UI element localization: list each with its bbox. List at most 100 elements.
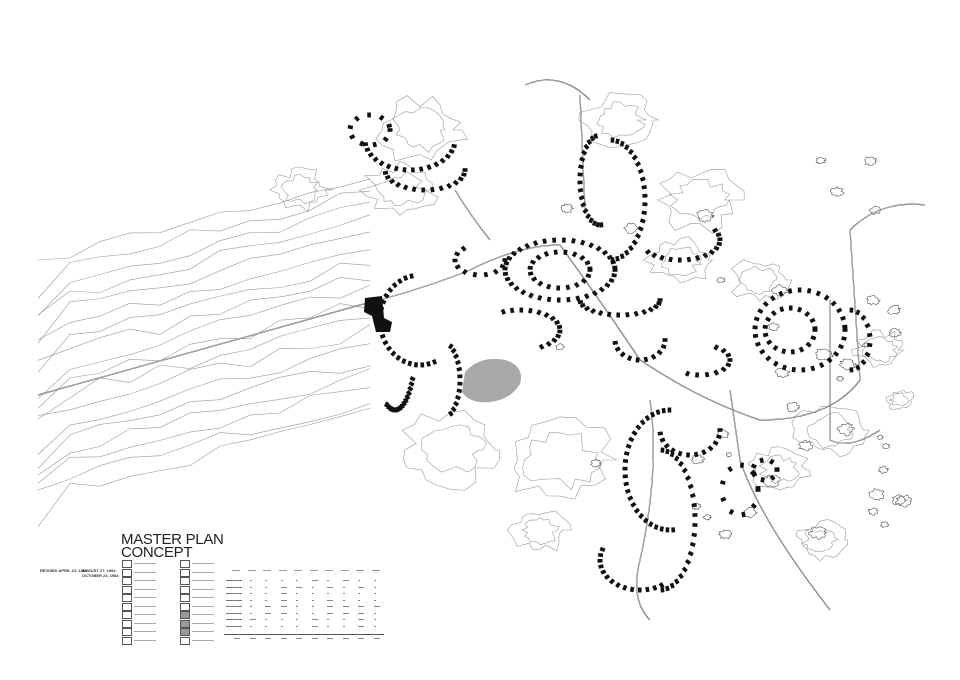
contour-line: [37, 368, 371, 476]
building: [377, 320, 383, 325]
building: [619, 140, 625, 147]
contour-knoll: [718, 529, 732, 540]
legend-swatch: [180, 602, 190, 611]
road-centerline: [37, 304, 361, 396]
building-clusters: [347, 112, 873, 593]
building: [673, 455, 680, 462]
road: [849, 203, 926, 381]
table-cell: [327, 625, 329, 627]
building: [762, 324, 768, 330]
table-cell: [373, 599, 376, 601]
building: [367, 151, 374, 158]
building: [499, 263, 506, 270]
building: [755, 485, 761, 490]
building: [677, 450, 683, 457]
building: [644, 249, 652, 255]
table-header: [263, 570, 271, 571]
building: [589, 135, 596, 142]
building: [650, 353, 657, 360]
contour-knoll: [715, 429, 730, 438]
building: [380, 299, 387, 305]
building: [611, 273, 617, 278]
contour-line: [37, 343, 371, 455]
table-cell: [311, 606, 314, 607]
building: [504, 276, 511, 282]
building: [635, 357, 640, 363]
building: [628, 148, 634, 156]
building: [624, 488, 631, 494]
road: [829, 300, 881, 444]
building: [693, 451, 699, 458]
table-cell: [234, 625, 236, 627]
building: [754, 341, 761, 347]
table-header: [340, 570, 349, 571]
table-cell: [280, 612, 287, 614]
road-centerline: [359, 244, 561, 306]
building: [583, 293, 590, 300]
building: [752, 325, 758, 330]
building: [645, 586, 650, 593]
building: [694, 254, 701, 261]
building: [841, 336, 847, 341]
building: [812, 328, 818, 332]
building: [395, 354, 402, 361]
building: [549, 315, 556, 322]
building: [753, 316, 760, 322]
contour-line: [661, 246, 703, 277]
building: [598, 564, 604, 569]
table-cell: [373, 619, 376, 620]
contour-line: [522, 431, 601, 491]
building: [860, 314, 867, 321]
building: [451, 143, 457, 149]
table-cell: [342, 580, 349, 581]
building: [383, 401, 390, 408]
contour-line: [374, 171, 428, 206]
building: [657, 431, 664, 436]
table-header: [371, 570, 380, 571]
building: [543, 250, 550, 257]
contour-line: [37, 262, 371, 373]
table-cell: [311, 625, 318, 627]
building: [597, 310, 604, 317]
building: [686, 452, 690, 458]
legend-label: [134, 605, 156, 607]
contour-line: [521, 517, 560, 545]
building: [565, 284, 571, 291]
building: [684, 559, 692, 565]
contour-knoll: [866, 295, 882, 306]
building: [781, 364, 787, 371]
building: [604, 282, 611, 289]
building: [849, 367, 854, 373]
building: [625, 311, 630, 318]
contour-line: [37, 214, 371, 316]
building: [448, 148, 455, 154]
building: [556, 285, 561, 291]
legend-swatch: [122, 619, 132, 628]
table-cell: [234, 593, 240, 594]
building: [760, 476, 765, 483]
building: [765, 355, 772, 362]
contour-knoll: [815, 348, 835, 361]
building: [715, 232, 722, 238]
contour-line: [269, 166, 334, 213]
building: [619, 351, 626, 358]
building: [532, 240, 539, 247]
building: [719, 480, 726, 486]
building: [788, 305, 793, 311]
building: [388, 178, 396, 185]
legend-swatch: [180, 594, 190, 602]
building: [781, 348, 787, 355]
building: [452, 179, 459, 186]
building: [660, 587, 665, 593]
building: [581, 149, 588, 156]
legend-swatch: [180, 636, 190, 645]
building: [725, 352, 732, 358]
building: [553, 249, 558, 255]
building: [577, 180, 583, 185]
table-cell: [265, 580, 267, 581]
building: [599, 222, 604, 228]
building: [637, 168, 644, 175]
contour-knoll: [864, 156, 878, 166]
building: [633, 507, 640, 514]
legend-swatch: [180, 611, 190, 619]
